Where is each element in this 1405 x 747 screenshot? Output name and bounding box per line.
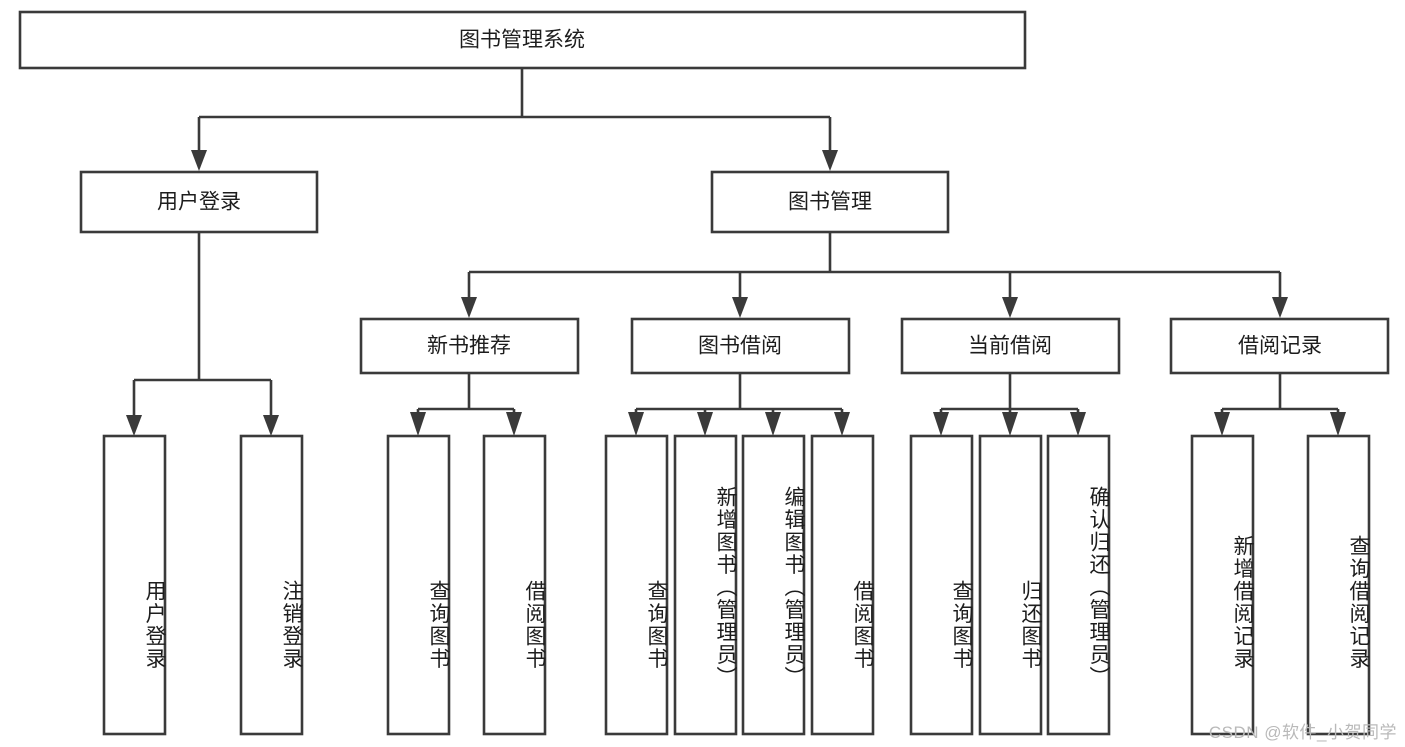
node-user-login[interactable]: 用户登录 <box>79 170 319 234</box>
arrowhead-ul-leaf2 <box>263 415 279 436</box>
arrowhead-ul-leaf1 <box>126 415 142 436</box>
leaf-box-borrow-record-1[interactable] <box>1306 434 1371 736</box>
node-root[interactable]: 图书管理系统 <box>18 10 1027 70</box>
leaf-box-user-login-1[interactable] <box>239 434 304 736</box>
arrowhead-borrow-record <box>1272 297 1288 318</box>
leaf-box-book-borrow-2[interactable] <box>741 434 806 736</box>
root-box <box>18 10 1027 70</box>
leaf-box-new-book-1[interactable] <box>482 434 547 736</box>
arrowhead-current-borrow <box>1002 297 1018 318</box>
leaf-box-book-borrow-0[interactable] <box>604 434 669 736</box>
arrowhead-bb-leaf3 <box>765 412 781 436</box>
leaf-box-borrow-record-0[interactable] <box>1190 434 1255 736</box>
node-new-book-recommend[interactable]: 新书推荐 <box>359 317 580 375</box>
arrowhead-book-borrow <box>732 297 748 318</box>
arrowhead-br-leaf2 <box>1330 412 1346 436</box>
user-login-label: 用户登录 <box>157 191 241 214</box>
leaf-box-user-login-0[interactable] <box>102 434 167 736</box>
new-book-recommend-label: 新书推荐 <box>427 335 511 358</box>
node-book-manage[interactable]: 图书管理 <box>710 170 950 234</box>
node-book-borrow[interactable]: 图书借阅 <box>630 317 851 375</box>
leaf-box-new-book-0[interactable] <box>386 434 451 736</box>
book-manage-box <box>710 170 950 234</box>
leaf-box-current-borrow-1[interactable] <box>978 434 1043 736</box>
node-borrow-record[interactable]: 借阅记录 <box>1169 317 1390 375</box>
arrowhead-nbr-leaf1 <box>410 412 426 436</box>
leaf-box-current-borrow-2[interactable] <box>1046 434 1111 736</box>
arrowhead-cb-leaf1 <box>933 412 949 436</box>
book-borrow-label: 图书借阅 <box>698 335 782 358</box>
leaf-box-current-borrow-0[interactable] <box>909 434 974 736</box>
root-label: 图书管理系统 <box>459 29 585 52</box>
arrowhead-bb-leaf1 <box>628 412 644 436</box>
leaf-box-book-borrow-1[interactable] <box>673 434 738 736</box>
book-manage-label: 图书管理 <box>788 191 872 214</box>
arrowhead-bb-leaf4 <box>834 412 850 436</box>
watermark: CSDN @软件_小贺同学 <box>1208 723 1397 742</box>
new-book-recommend-box <box>359 317 580 375</box>
arrowhead-br-leaf1 <box>1214 412 1230 436</box>
borrow-record-label: 借阅记录 <box>1238 335 1322 358</box>
leaf-box-book-borrow-3[interactable] <box>810 434 875 736</box>
arrowhead-new-book <box>461 297 477 318</box>
arrowhead-cb-leaf3 <box>1070 412 1086 436</box>
borrow-record-box <box>1169 317 1390 375</box>
current-borrow-label: 当前借阅 <box>968 335 1052 358</box>
arrowhead-user-login <box>191 150 207 171</box>
node-current-borrow[interactable]: 当前借阅 <box>900 317 1121 375</box>
current-borrow-box <box>900 317 1121 375</box>
arrowhead-nbr-leaf2 <box>506 412 522 436</box>
book-borrow-box <box>630 317 851 375</box>
arrowhead-bb-leaf2 <box>697 412 713 436</box>
arrowhead-cb-leaf2 <box>1002 412 1018 436</box>
arrowhead-book-manage <box>822 150 838 171</box>
